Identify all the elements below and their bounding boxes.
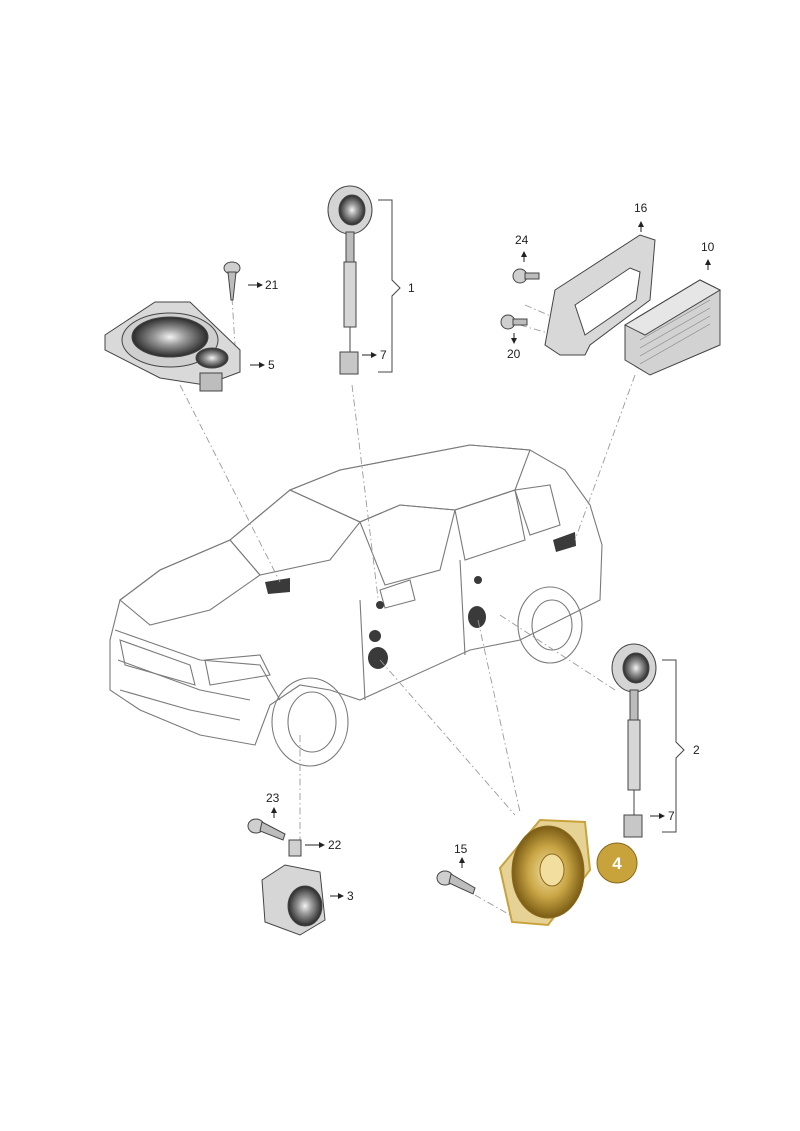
brace-part-2 bbox=[662, 659, 685, 833]
screw-part-15 bbox=[436, 870, 476, 895]
callout-24: 24 bbox=[515, 233, 529, 247]
brace-part-1 bbox=[378, 199, 401, 373]
callout-3: 3 bbox=[347, 889, 354, 903]
bolt-part-24 bbox=[512, 268, 540, 284]
dash-speaker-part-5 bbox=[104, 301, 241, 392]
callout-15: 15 bbox=[454, 842, 468, 856]
callout-23: 23 bbox=[266, 791, 280, 805]
callout-10: 10 bbox=[701, 240, 715, 254]
callout-16: 16 bbox=[634, 201, 648, 215]
tweeter-assembly-part-2 bbox=[611, 643, 657, 838]
callout-4: 4 bbox=[612, 854, 622, 873]
callout-7-upper: 7 bbox=[380, 348, 387, 362]
callout-2: 2 bbox=[693, 743, 700, 757]
leader-lines bbox=[179, 297, 636, 916]
callout-20: 20 bbox=[507, 347, 521, 361]
vehicle-outline bbox=[109, 444, 603, 767]
screw-part-21 bbox=[223, 261, 241, 301]
callout-arrows bbox=[248, 221, 711, 899]
callout-7-lower: 7 bbox=[668, 809, 675, 823]
callout-5: 5 bbox=[268, 358, 275, 372]
amplifier-part-10 bbox=[623, 279, 722, 376]
bolt-part-20 bbox=[500, 314, 528, 330]
callout-21: 21 bbox=[265, 278, 279, 292]
door-woofer-part-4 bbox=[498, 818, 592, 927]
bracket-part-16 bbox=[544, 234, 656, 356]
callout-1: 1 bbox=[408, 281, 415, 295]
highlight-badge-4[interactable]: 4 bbox=[596, 842, 638, 884]
callout-22: 22 bbox=[328, 838, 342, 852]
clip-nut-part-22 bbox=[288, 839, 302, 857]
screw-part-23 bbox=[247, 818, 286, 841]
tweeter-assembly-part-1 bbox=[327, 185, 373, 375]
speaker-part-3 bbox=[261, 864, 326, 936]
